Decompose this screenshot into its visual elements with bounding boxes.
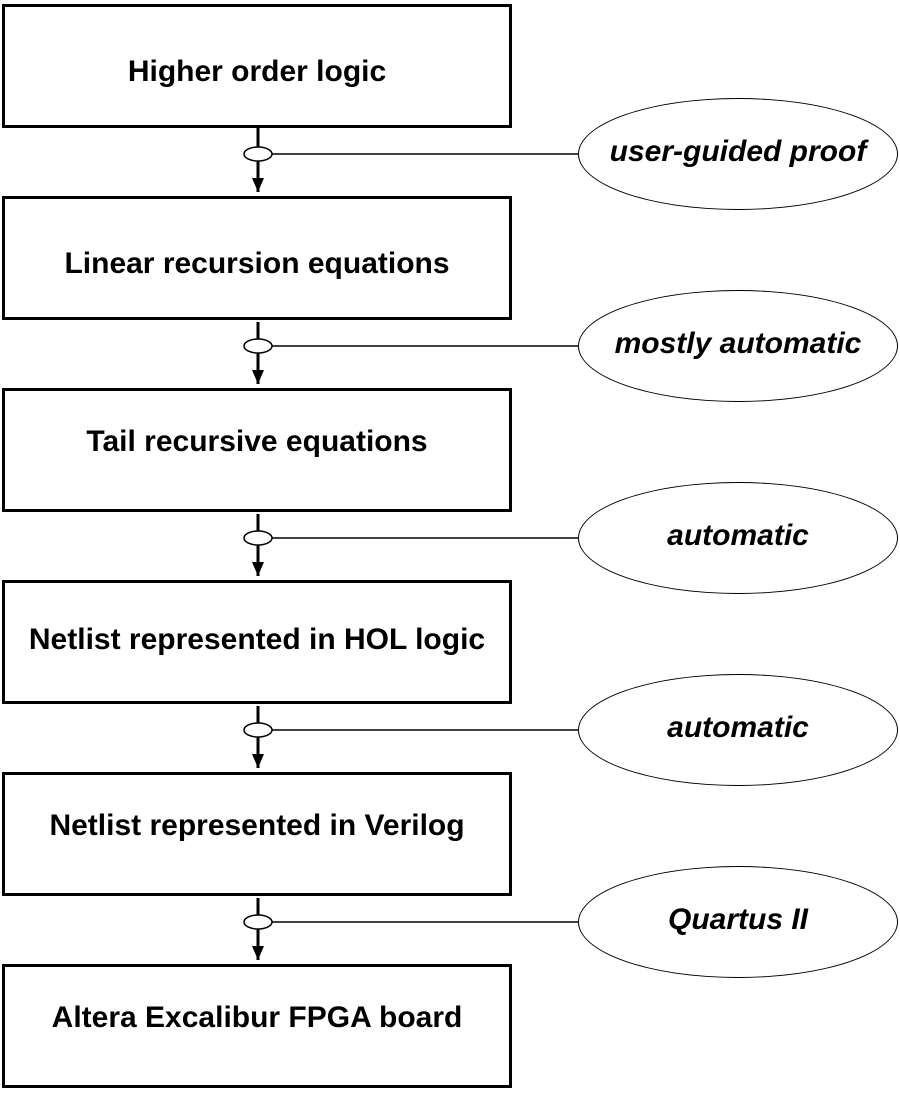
arrow-head <box>252 178 264 192</box>
transition-label: automatic <box>667 711 809 744</box>
junction-ring <box>243 146 273 162</box>
stage-label: Higher order logic <box>127 55 387 88</box>
transition-label: Quartus II <box>667 903 809 936</box>
arrow-head <box>252 370 264 384</box>
transition-connector-1 <box>243 128 578 192</box>
stage-box-netlist-verilog: Netlist represented in Verilog <box>2 772 512 896</box>
transition-oval-mostly-automatic: mostly automatic <box>578 290 898 402</box>
transition-oval-automatic-1: automatic <box>578 482 898 594</box>
transition-connector-5 <box>243 898 578 960</box>
transition-oval-user-guided-proof: user-guided proof <box>578 98 898 210</box>
stage-label: Netlist represented in HOL logic <box>28 623 486 656</box>
transition-connector-4 <box>243 706 578 768</box>
transition-label: user-guided proof <box>609 135 867 168</box>
stage-box-higher-order-logic: Higher order logic <box>2 4 512 128</box>
junction-ring <box>243 914 273 930</box>
stage-label: Netlist represented in Verilog <box>49 809 465 842</box>
arrow-head <box>252 946 264 960</box>
stage-label: Altera Excalibur FPGA board <box>51 1001 463 1034</box>
junction-ring <box>243 338 273 354</box>
stage-box-tail-recursive: Tail recursive equations <box>2 388 512 512</box>
junction-ring <box>243 722 273 738</box>
transition-oval-quartus-ii: Quartus II <box>578 866 898 978</box>
stage-label: Tail recursive equations <box>86 425 428 458</box>
transition-connector-3 <box>243 514 578 576</box>
transition-label: mostly automatic <box>614 327 862 360</box>
arrow-head <box>252 754 264 768</box>
stage-box-fpga-board: Altera Excalibur FPGA board <box>2 964 512 1088</box>
stage-box-linear-recursion: Linear recursion equations <box>2 196 512 320</box>
junction-ring <box>243 530 273 546</box>
arrow-head <box>252 562 264 576</box>
stage-box-netlist-hol: Netlist represented in HOL logic <box>2 580 512 704</box>
transition-oval-automatic-2: automatic <box>578 674 898 786</box>
stage-label: Linear recursion equations <box>64 247 450 280</box>
transition-label: automatic <box>667 519 809 552</box>
transition-connector-2 <box>243 322 578 384</box>
